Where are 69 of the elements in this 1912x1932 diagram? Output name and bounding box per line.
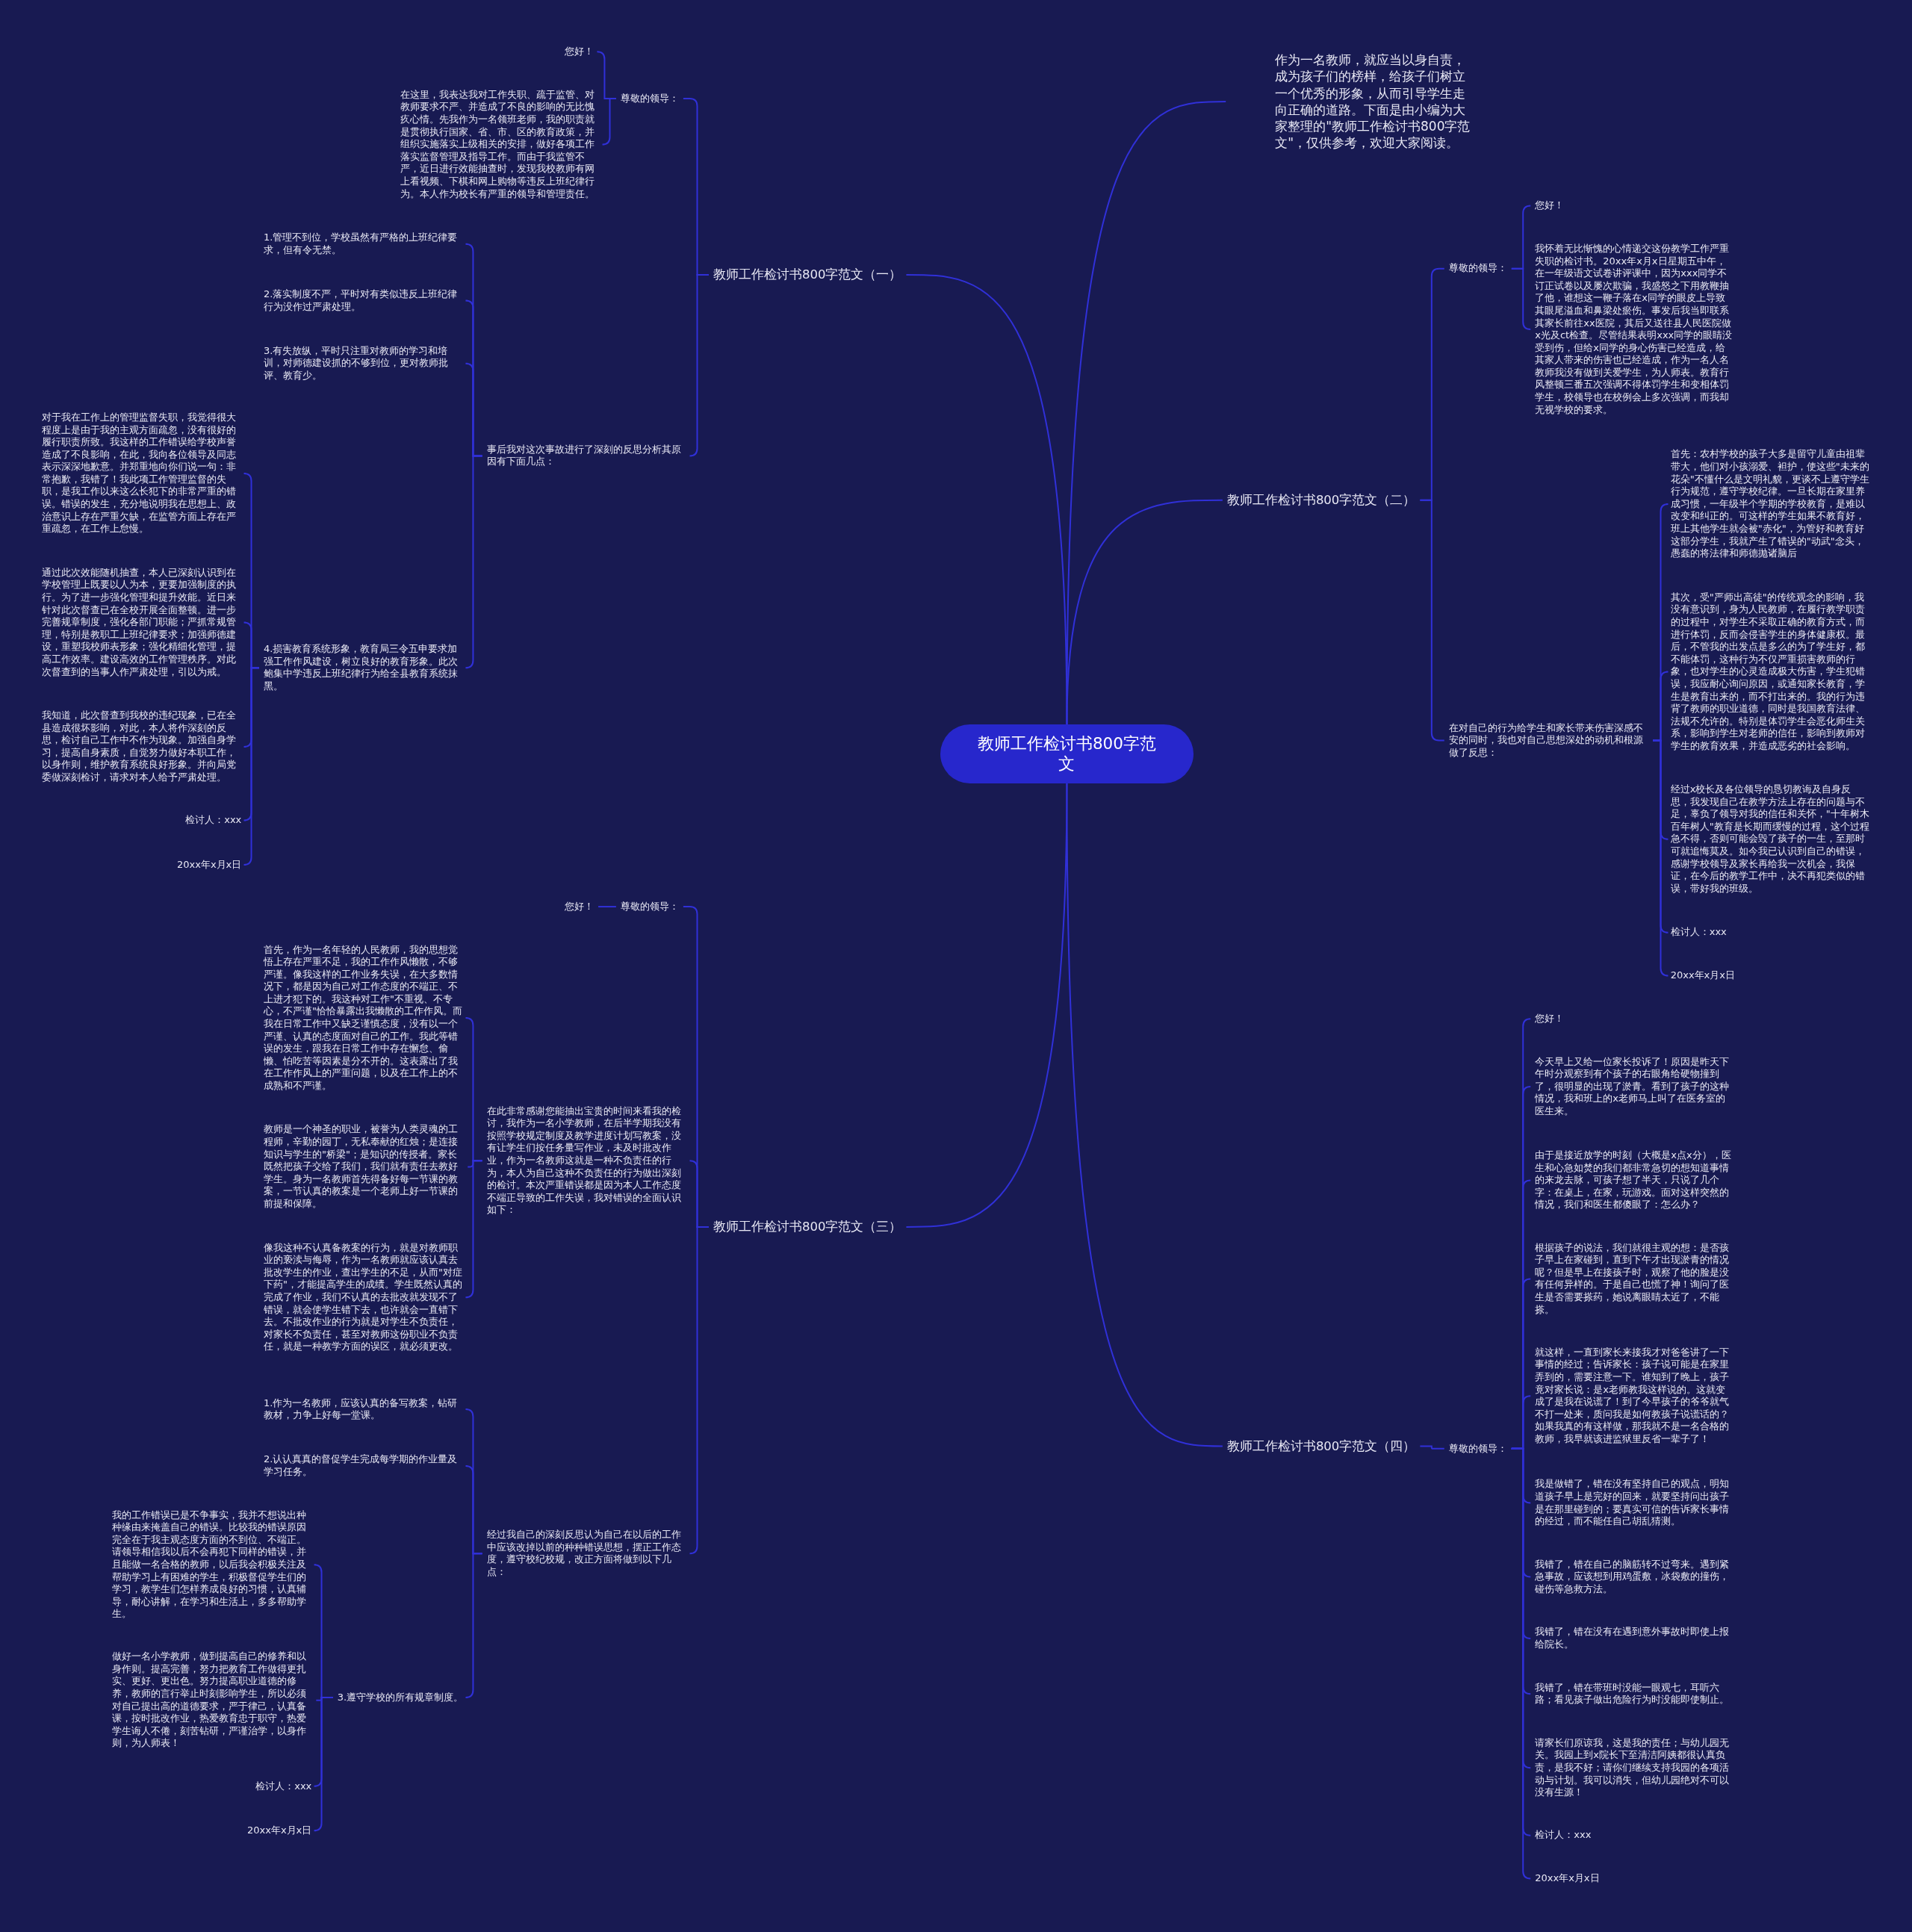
connector-line: [313, 1697, 334, 1832]
topic-text: 像我这种不认真备教案的行为，就是对教师职业的亵渎与侮辱，作为一名教师就应该认真去批改学生的作业，查出学生的不足，从而"对症下药"，才能提高学生的成绩。学生既然认真的完成了作业，我们不认真的去批改就发现不了错误，就会使学生错下去，也许就会一直错下去。不批改作业的行为就是对学生不负责任，对家长不负责任，甚至对教师这份职业不负责任，就是一种教学方面的误区，就必须更改。: [264, 1241, 464, 1353]
topic-text: 我的工作错误已是不争事实，我并不想说出种种缘由来掩盖自己的错误。比较我的错误原因完全在于我主观态度方面的不到位、不端正。请领导相信我以后不会再犯下同样的错误，并且能做一名合格的教师，以后我会积极关注及帮助学习上有困难的学生，积极督促学生们的学习，教学生们怎样养成良好的习惯，认真辅导，耐心讲解，在学习和生活上，多多帮助学生。: [112, 1509, 312, 1621]
topic-text: 事后我对这次事故进行了深刻的反思分析其原因有下面几点：: [486, 443, 686, 468]
topic-text: 检讨人：xxx: [255, 1780, 312, 1793]
topic-text: 您好！: [1535, 199, 1565, 212]
intro-text: 作为一名教师，就应当以身自责，成为孩子们的榜样，给孩子们树立一个优秀的形象，从而引导学生走向正确的道路。下面是由小编为大家整理的"教师工作检讨书800字范文"，仅供参考，欢迎大家阅读。: [1275, 52, 1473, 152]
topic-text: 尊敬的领导：: [1448, 262, 1507, 275]
topic-text: 请家长们原谅我，这是我的责任；与幼儿园无关。我园上到x院长下至清洁阿姨都很认真负责，是我不好；请你们继续支持我园的各项活动与计划。我可以消失，但幼儿园绝对不可以没有生源！: [1535, 1736, 1735, 1799]
topic-text: 教师是一个神圣的职业，被誉为人类灵魂的工程师，辛勤的园丁，无私奉献的红烛；是连接知识与学生的"桥梁"；是知识的传授者。家长既然把孩子交给了我们，我们就有责任去教好学生。身为一名教师首先得备好每一节课的教案，一节认真的教案是一个老师上好一节课的前提和保障。: [264, 1123, 464, 1211]
connector-line: [465, 455, 483, 669]
connector-line: [689, 273, 710, 457]
topic-text: 在此非常感谢您能抽出宝贵的时间来看我的检讨，我作为一名小学教师，在后半学期我没有按照学校规定制度及教学进度计划写教案，没有让学生们按任务量写作业，未及时批改作业，作为一名教师这就是一种不负责任的行为，本人为自己这种不负责任的行为做出深刻的检讨。本次严重错误都是因为本人工作态度不端正导致的工作失误，我对错误的全面认识如下：: [486, 1105, 686, 1217]
connector-line: [689, 1226, 710, 1555]
topic-text: 我怀着无比惭愧的心情递交这份教学工作严重失职的检讨书。20xx年x月x日星期五中午，在一年级语文试卷讲评课中，因为xxx同学不订正试卷以及屡次欺骗，我盛怒之下用教鞭抽了他，谁想这一鞭子落在x同学的眼皮上导致其眼尾溢血和鼻梁处瘀伤。事发后我当即联系其家长前往xx医院，其后又送往县人民医院做x光及ct检查。尽管结果表明xxx同学的眼睛没受到伤，但给x同学的身心伤害已经造成，给其家人带来的伤害也已经造成，作为一名人名教师我没有做到关爱学生，为人师表。教育行风整顿三番五次强调不得体罚学生和变相体罚学生，校领导也在校例会上多次强调，而我却无视学校的要求。: [1535, 242, 1735, 417]
connector-line: [1066, 499, 1223, 725]
topic-text: 做好一名小学教师，做到提高自己的修养和以身作则。提高完善，努力把教育工作做得更扎实、更好、更出色。努力提高职业道德的修养，教师的言行举止时刻影响学生，所以必须对自己提出高的道德要求，严于律己，认真备课，按时批改作业，热爱教育忠于职守，热爱学生诲人不倦，刻苦钻研，严谨治学，以身作则，为人师表！: [112, 1650, 312, 1751]
topic-text: 您好！: [1535, 1012, 1565, 1025]
connector-line: [1510, 267, 1532, 331]
topic-text: 20xx年x月x日: [1535, 1872, 1600, 1885]
topic-text: 2.认认真真的督促学生完成每学期的作业量及学习任务。: [264, 1453, 464, 1479]
connector-line: [1652, 739, 1669, 977]
topic-text: 我错了，错在没有在遇到意外事故时即使上报给院长。: [1535, 1626, 1735, 1651]
topic-text: 20xx年x月x日: [1670, 969, 1735, 982]
connector-line: [465, 1160, 483, 1299]
central-topic: 教师工作检讨书800字范文: [940, 724, 1194, 784]
topic-text: 您好！: [565, 46, 595, 58]
topic-text: 对于我在工作上的管理监督失职，我觉得很大程度上是由于我的主观方面疏忽，没有很好的履行职责所致。我这样的工作错误给学校声誉造成了不良影响，在此，我向各位领导及同志表示深深地歉意。并郑重地向你们说一句：非常抱歉，我错了！我此项工作管理监督的失职，是我工作以来这么长犯下的非常严重的错误。错误的发生，充分地说明我在思想上、政治意识上存在严重欠缺，在监管方面上存在严重疏忽，在工作上怠慢。: [42, 411, 242, 535]
topic-text: 检讨人：xxx: [185, 814, 242, 827]
topic-text: 在这里，我表达我对工作失职、疏于监管、对教师要求不严、并造成了不良的影响的无比愧疚心情。先我作为一名领班老师，我的职责就是贯彻执行国家、省、市、区的教育政策，并组织实施落实上级相关的安排，做好各项工作落实监督管理及指导工作。而由于我监管不严，近日进行效能抽查时，发现我校教师有网上看视频、下棋和网上购物等违反上班纪律行为。本人作为校长有严重的领导和管理责任。: [400, 88, 600, 201]
topic-text: 4.损害教育系统形象，教育局三令五申要求加强工作作风建设，树立良好的教育形象。此次鲍集中学违反上班纪律行为给全县教育系统抹黑。: [264, 643, 464, 693]
topic-text: 经过我自己的深刻反思认为自己在以后的工作中应该改掉以前的种种错误思想，摆正工作态度，遵守校纪校规，改正方面将做到以下几点：: [486, 1529, 686, 1579]
connector-line: [243, 667, 260, 866]
topic-text: 2.落实制度不严，平时对有类似违反上班纪律行为没作过严肃处理。: [264, 288, 464, 314]
connector-line: [1066, 783, 1223, 1447]
branch-topic: 教师工作检讨书800字范文（三）: [713, 1220, 902, 1234]
topic-text: 经过x校长及各位领导的恳切教诲及自身反思，我发现自己在教学方法上存在的问题与不足，辜负了领导对我的信任和关怀，"十年树木百年树人"教育是长期而缓慢的过程，这个过程急不得，否则可能会毁了孩子的一生，至那时可就追悔莫及。如今我已认识到自己的错误，感谢学校领导及家长再给我一次机会，我保证，在今后的教学工作中，决不再犯类似的错误，带好我的班级。: [1670, 783, 1870, 895]
topic-text: 我错了，错在自己的脑筋转不过弯来。遇到紧急事故，应该想到用鸡蛋敷，冰袋敷的撞伤，碰伤等急救方法。: [1535, 1558, 1735, 1596]
topic-text: 20xx年x月x日: [247, 1824, 312, 1837]
branch-topic: 教师工作检讨书800字范文（四）: [1226, 1438, 1416, 1454]
topic-text: 3.有失放纵，平时只注重对教师的学习和培训，对师德建设抓的不够到位，更对教师批评、教育少。: [264, 344, 464, 382]
topic-text: 首先：农村学校的孩子大多是留守儿童由祖辈带大，他们对小孩溺爱、袒护，使这些"未来的花朵"不懂什么是文明礼貌，更谈不上遵守学生行为规范，遵守学校纪律。一旦长期在家里养成习惯，一年级半个学期的学校教育，是难以改变和纠正的。可这样的学生如果不教育好，班上其他学生就会被"赤化"，为管好和教育好这部分学生，我就产生了错误的"动武"念头，愚蠢的将法律和师德抛诸脑后: [1670, 448, 1870, 560]
connector-line: [601, 98, 617, 146]
topic-text: 我错了，错在带班时没能一眼观七，耳听六路；看见孩子做出危险行为时没能即使制止。: [1535, 1681, 1735, 1706]
topic-text: 检讨人：xxx: [1535, 1829, 1592, 1842]
topic-text: 我是做错了，错在没有坚持自己的观点，明知道孩子早上是完好的回来，就要坚持问出孩子是在那里碰到的；要真实可信的告诉家长事情的经过，而不能任自己胡乱猜测。: [1535, 1478, 1735, 1528]
topic-text: 通过此次效能随机抽查，本人已深刻认识到在学校管理上既要以人为本，更要加强制度的执行。为了进一步强化管理和提升效能。近日来针对此次督查已在全校开展全面整顿。进一步完善规章制度，强化各部门职能；严抓常规管理，特别是教职工上班纪律要求；加强师德建设，重塑我校师表形象；强化精细化管理，提高工作效率。建设高效的工作管理秩序。对此次督查到的当事人作严肃处理，引以为戒。: [42, 566, 242, 679]
topic-text: 尊敬的领导：: [620, 92, 679, 105]
topic-text: 我知道，此次督查到我校的违纪现象，已在全县造成很坏影响，对此，本人将作深刻的反思，检讨自己工作中不作为现象。加强自身学习，提高自身素质，自觉努力做好本职工作，以身作则，维护教育系统良好形象。并向局党委做深刻检讨，请求对本人给予严肃处理。: [42, 709, 242, 784]
topic-text: 尊敬的领导：: [620, 900, 679, 913]
topic-text: 其次，受"严师出高徒"的传统观念的影响，我没有意识到，身为人民教师，在履行教学职责的过程中，对学生不采取正确的教育方式，而进行体罚，反而会侵害学生的身体健康权。最后，不管我的出发点是多么的为了学生好，都不能体罚，这种行为不仅严重损害教师的行象，也对学生的心灵造成极大伤害，学生犯错误，我应耐心询问原因，或通知家长教育，学生是教育出来的，而不打出来的。我的行为违背了教师的职业道德，同时是我国教育法律、法规不允许的。特别是体罚学生会恶化师生关系，影响到学生对老师的信任，影响到教师对学生的教育效果，并造成恶劣的社会影响。: [1670, 591, 1870, 753]
branch-topic: 教师工作检讨书800字范文（二）: [1226, 492, 1416, 508]
connector-line: [1419, 1445, 1445, 1450]
topic-text: 首先，作为一名年轻的人民教师，我的思想觉悟上存在严重不足，我的工作作风懒散，不够严谨。像我这样的工作业务失误，在大多数情况下，都是因为自己对工作态度的不端正、不上进才犯下的。我这种对工作"不重视、不专心，不严谨"恰恰暴露出我懒散的工作作风。而我在日常工作中又缺乏谨慎态度，没有以一个严谨、认真的态度面对自己的工作。我此等错误的发生，跟我在日常工作中存在懈怠、偷懒、怕吃苦等因素是分不开的。这表露出了我在工作作风上的严重问题，以及在工作上的不成熟和不严谨。: [264, 943, 464, 1093]
topic-text: 根据孩子的说法，我们就很主观的想：是否孩子早上在家碰到，直到下午才出现淤青的情况呢？但是早上在接孩子时，观察了他的脸是没有任何异样的。于是自己也慌了神！询问了医生是否需要搽药，她说离眼睛太近了，不能搽。: [1535, 1241, 1735, 1317]
topic-text: 检讨人：xxx: [1670, 926, 1727, 939]
topic-text: 在对自己的行为给学生和家长带来伤害深感不安的同时，我也对自己思想深处的动机和根源做了反思：: [1448, 721, 1648, 760]
topic-text: 1.作为一名教师，应该认真的备写教案，钻研教材，力争上好每一堂课。: [264, 1397, 464, 1422]
topic-text: 今天早上又给一位家长投诉了！原因是昨天下午时分观察到有个孩子的右眼角给硬物撞到了，很明显的出现了淤青。看到了孩子的这种情况，我和班上的x老师马上叫了在医务室的医生来。: [1535, 1055, 1735, 1118]
topic-text: 由于是接近放学的时刻（大概是x点x分），医生和心急如焚的我们都非常急切的想知道事情的来龙去脉，可孩子想了半天，只说了几个字：在桌上，在家，玩游戏。面对这样突然的情况，我们和医生都傻眼了：怎么办？: [1535, 1149, 1735, 1211]
topic-text: 您好！: [565, 900, 595, 913]
connector-line: [598, 906, 617, 908]
topic-text: 1.管理不到位，学校虽然有严格的上班纪律要求，但有令无禁。: [264, 232, 464, 257]
topic-text: 20xx年x月x日: [177, 858, 242, 872]
topic-text: 就这样，一直到家长来接我才对爸爸讲了一下事情的经过；告诉家长：孩子说可能是在家里弄到的，需要注意一下。谁知到了晚上，孩子竟对家长说：是x老师教我这样说的。这就变成了是我在说谎了！到了今早孩子的爷爷就气不打一处来，质问我是如何教孩子说谎话的？如果我真的有这样做，那我就不是一名合格的教师，我早就该进监狱里反省一辈子了！: [1535, 1346, 1735, 1446]
branch-topic: 教师工作检讨书800字范文（一）: [713, 267, 902, 282]
topic-text: 尊敬的领导：: [1448, 1442, 1507, 1456]
connector-line: [465, 1553, 483, 1699]
topic-text: 3.遵守学校的所有规章制度。: [337, 1691, 464, 1704]
